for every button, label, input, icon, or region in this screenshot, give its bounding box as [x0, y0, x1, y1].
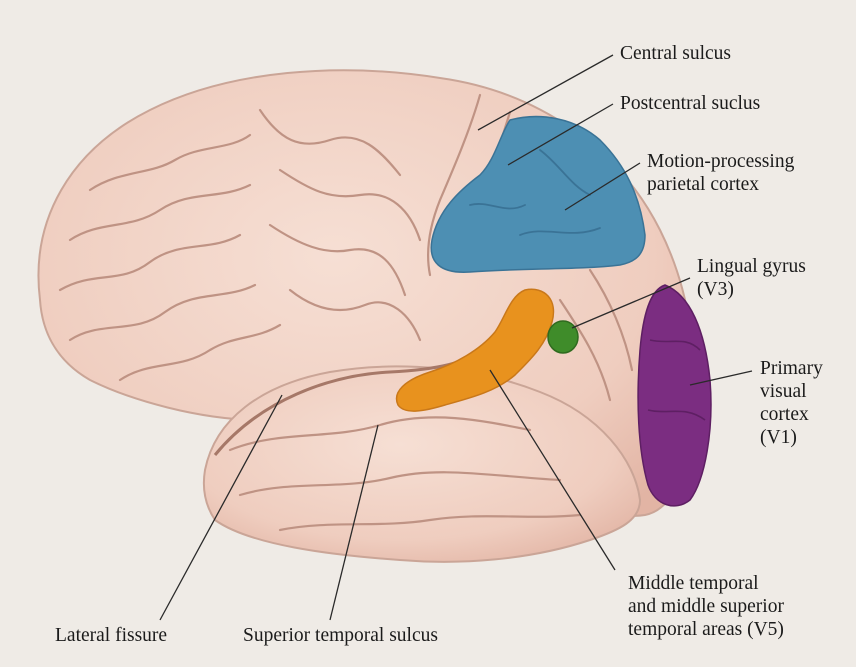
label-lateral-fissure: Lateral fissure — [55, 624, 167, 647]
label-postcentral-sulcus: Postcentral suclus — [620, 92, 760, 115]
lingual-gyrus-region — [548, 321, 578, 353]
label-central-sulcus: Central sulcus — [620, 42, 731, 65]
label-motion-processing: Motion-processing parietal cortex — [647, 150, 794, 196]
label-superior-temporal: Superior temporal sulcus — [243, 624, 438, 647]
label-primary-visual: Primary visual cortex (V1) — [760, 357, 823, 449]
label-middle-temporal: Middle temporal and middle superior temp… — [628, 572, 784, 641]
primary-visual-region — [638, 285, 711, 506]
label-lingual-gyrus: Lingual gyrus (V3) — [697, 255, 806, 301]
